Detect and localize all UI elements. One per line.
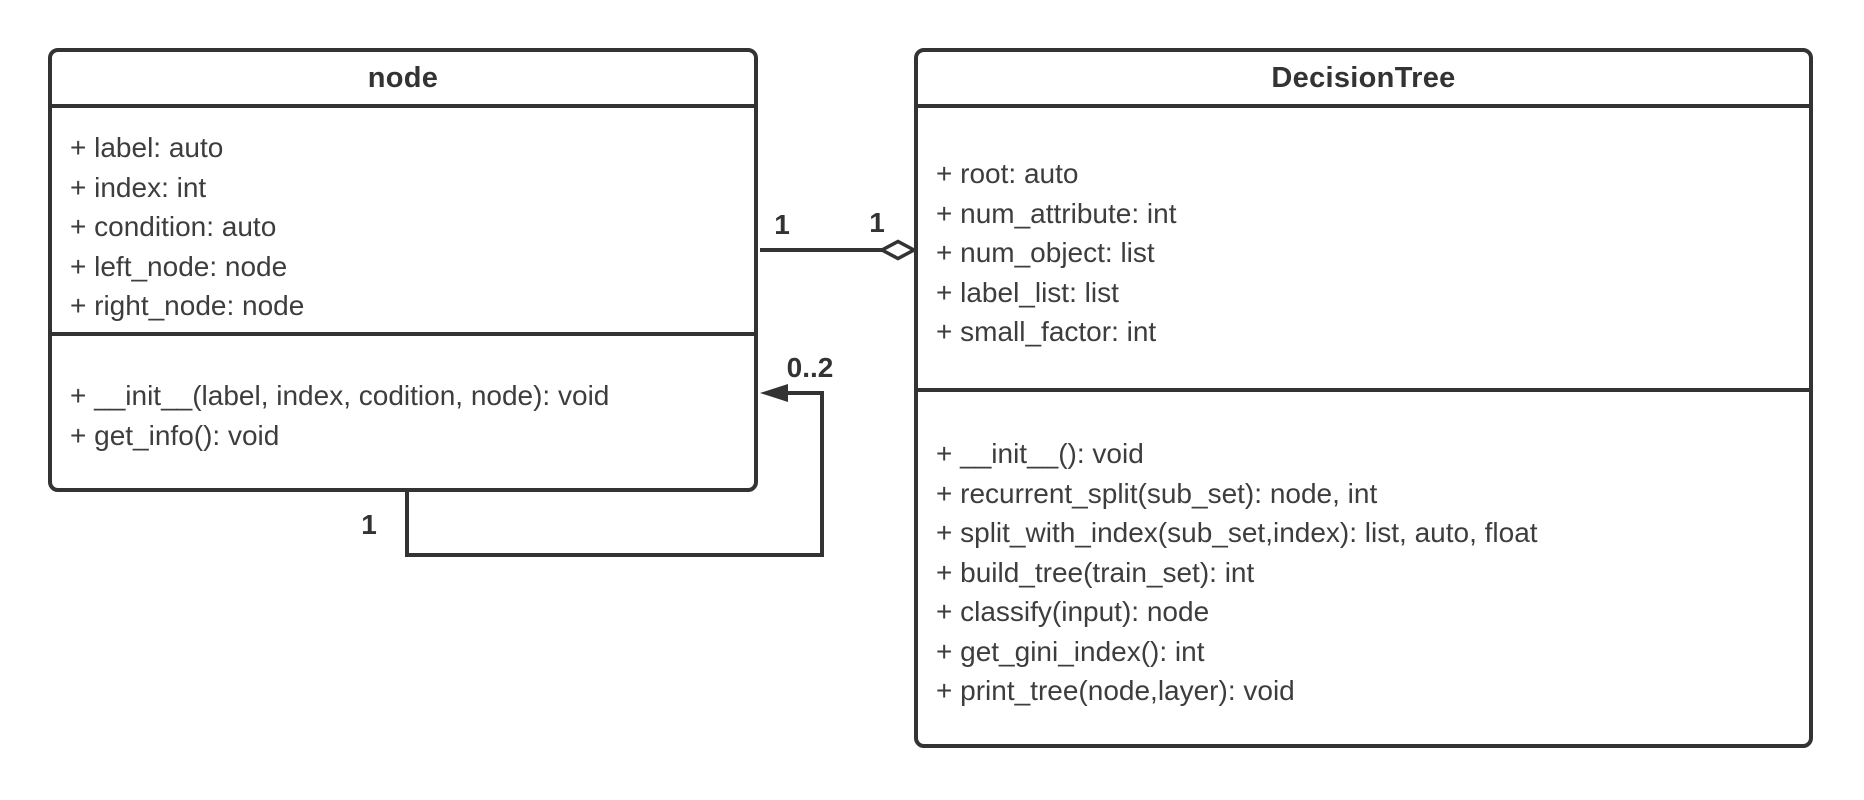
attribute-row: + label_list: list <box>936 276 1119 308</box>
multiplicity-label: 1 <box>361 509 377 540</box>
class-title: node <box>52 52 754 108</box>
method-row: + build_tree(train_set): int <box>936 556 1255 588</box>
multiplicity-label: 1 <box>869 207 885 238</box>
attributes-section: + label: auto + index: int + condition: … <box>52 108 754 332</box>
attribute-row: + left_node: node <box>70 250 288 282</box>
multiplicity-label: 0..2 <box>786 352 834 383</box>
methods-section: + __init__(): void + recurrent_split(sub… <box>918 388 1809 744</box>
method-row: + __init__(): void <box>936 438 1144 469</box>
attributes-section: + root: auto + num_attribute: int + num_… <box>918 108 1809 388</box>
attribute-row: + num_attribute: int <box>936 197 1177 229</box>
attribute-row: + right_node: node <box>70 290 305 321</box>
attribute-row: + num_object: list <box>936 237 1155 268</box>
method-row: + split_with_index(sub_set,index): list,… <box>936 517 1538 548</box>
attribute-row: + index: int <box>70 171 207 203</box>
attribute-row: + condition: auto <box>70 211 277 242</box>
attribute-row: + small_factor: int <box>936 316 1157 347</box>
method-row: + classify(input): node <box>936 596 1210 627</box>
method-row: + recurrent_split(sub_set): node, int <box>936 477 1378 509</box>
aggregation-diamond-icon <box>878 239 918 261</box>
attribute-row: + root: auto <box>936 158 1079 189</box>
attribute-row: + label: auto <box>70 132 224 163</box>
method-row: + get_gini_index(): int <box>936 635 1205 667</box>
multiplicity-label: 1 <box>774 209 790 240</box>
methods-section: + __init__(label, index, codition, node)… <box>52 332 754 488</box>
method-row: + __init__(label, index, codition, node)… <box>70 380 610 411</box>
class-box-node: node + label: auto + index: int + condit… <box>48 48 758 492</box>
class-title: DecisionTree <box>918 52 1809 108</box>
class-box-decisiontree: DecisionTree + root: auto + num_attribut… <box>914 48 1813 748</box>
method-row: + print_tree(node,layer): void <box>936 675 1295 706</box>
arrowhead-icon <box>760 384 788 402</box>
method-row: + get_info(): void <box>70 419 280 451</box>
